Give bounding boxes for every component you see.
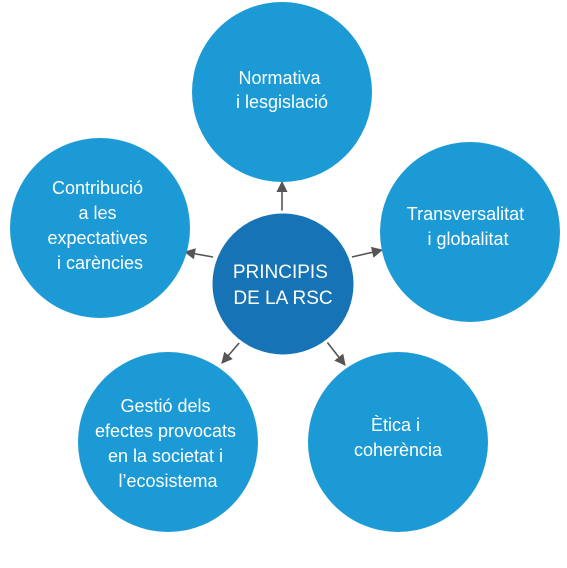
node-gestio: Gestió dels efectes provocats en la soci…	[78, 352, 258, 532]
node-label-line: Gestió dels	[120, 396, 210, 416]
node-label-line: expectatives	[47, 228, 147, 248]
node-label: Transversalitat i globalitat	[407, 204, 529, 249]
node-label-line: i lesgislació	[236, 92, 328, 112]
node-label-line: l’ecosistema	[118, 471, 218, 491]
node-contribucio: Contribució a les expectatives i carènci…	[10, 138, 190, 318]
node-label-line: Transversalitat	[407, 204, 524, 224]
node-normativa: Normativa i lesgislació	[192, 2, 372, 182]
node-label-line: en la societat i	[108, 446, 223, 466]
connector-arrows	[183, 180, 384, 366]
node-circle	[10, 138, 190, 318]
center-label-line: PRINCIPIS	[233, 262, 328, 283]
node-label-line: coherència	[354, 440, 443, 460]
node-label: Gestió dels efectes provocats en la soci…	[95, 396, 241, 491]
node-etica: Ètica i coherència	[308, 352, 488, 532]
arrow-to-gestio	[221, 341, 241, 364]
center-circle	[209, 210, 357, 358]
node-label: Ètica i coherència	[354, 415, 443, 460]
node-circle	[78, 352, 258, 532]
node-label: Normativa i lesgislació	[236, 68, 328, 112]
node-label-line: Normativa	[238, 68, 321, 88]
node-circle	[380, 142, 560, 322]
arrow-to-etica	[326, 341, 346, 366]
node-circle	[192, 2, 372, 182]
node-circle	[308, 352, 488, 532]
center-label-line: DE LA RSC	[233, 288, 332, 309]
arrow-to-transversalitat	[351, 246, 384, 258]
node-transversalitat: Transversalitat i globalitat	[380, 142, 560, 322]
center-node: PRINCIPIS DE LA RSC	[209, 210, 357, 358]
node-label-line: a les	[78, 203, 116, 223]
node-label: Contribució a les expectatives i carènci…	[47, 178, 152, 273]
node-label-line: efectes provocats	[95, 421, 236, 441]
node-label-line: i globalitat	[427, 229, 508, 249]
center-label: PRINCIPIS DE LA RSC	[233, 262, 333, 309]
node-label-line: Ètica i	[371, 415, 420, 435]
node-label-line: i carències	[57, 253, 143, 273]
arrow-to-contribucio	[183, 248, 214, 260]
node-label-line: Contribució	[52, 178, 143, 198]
